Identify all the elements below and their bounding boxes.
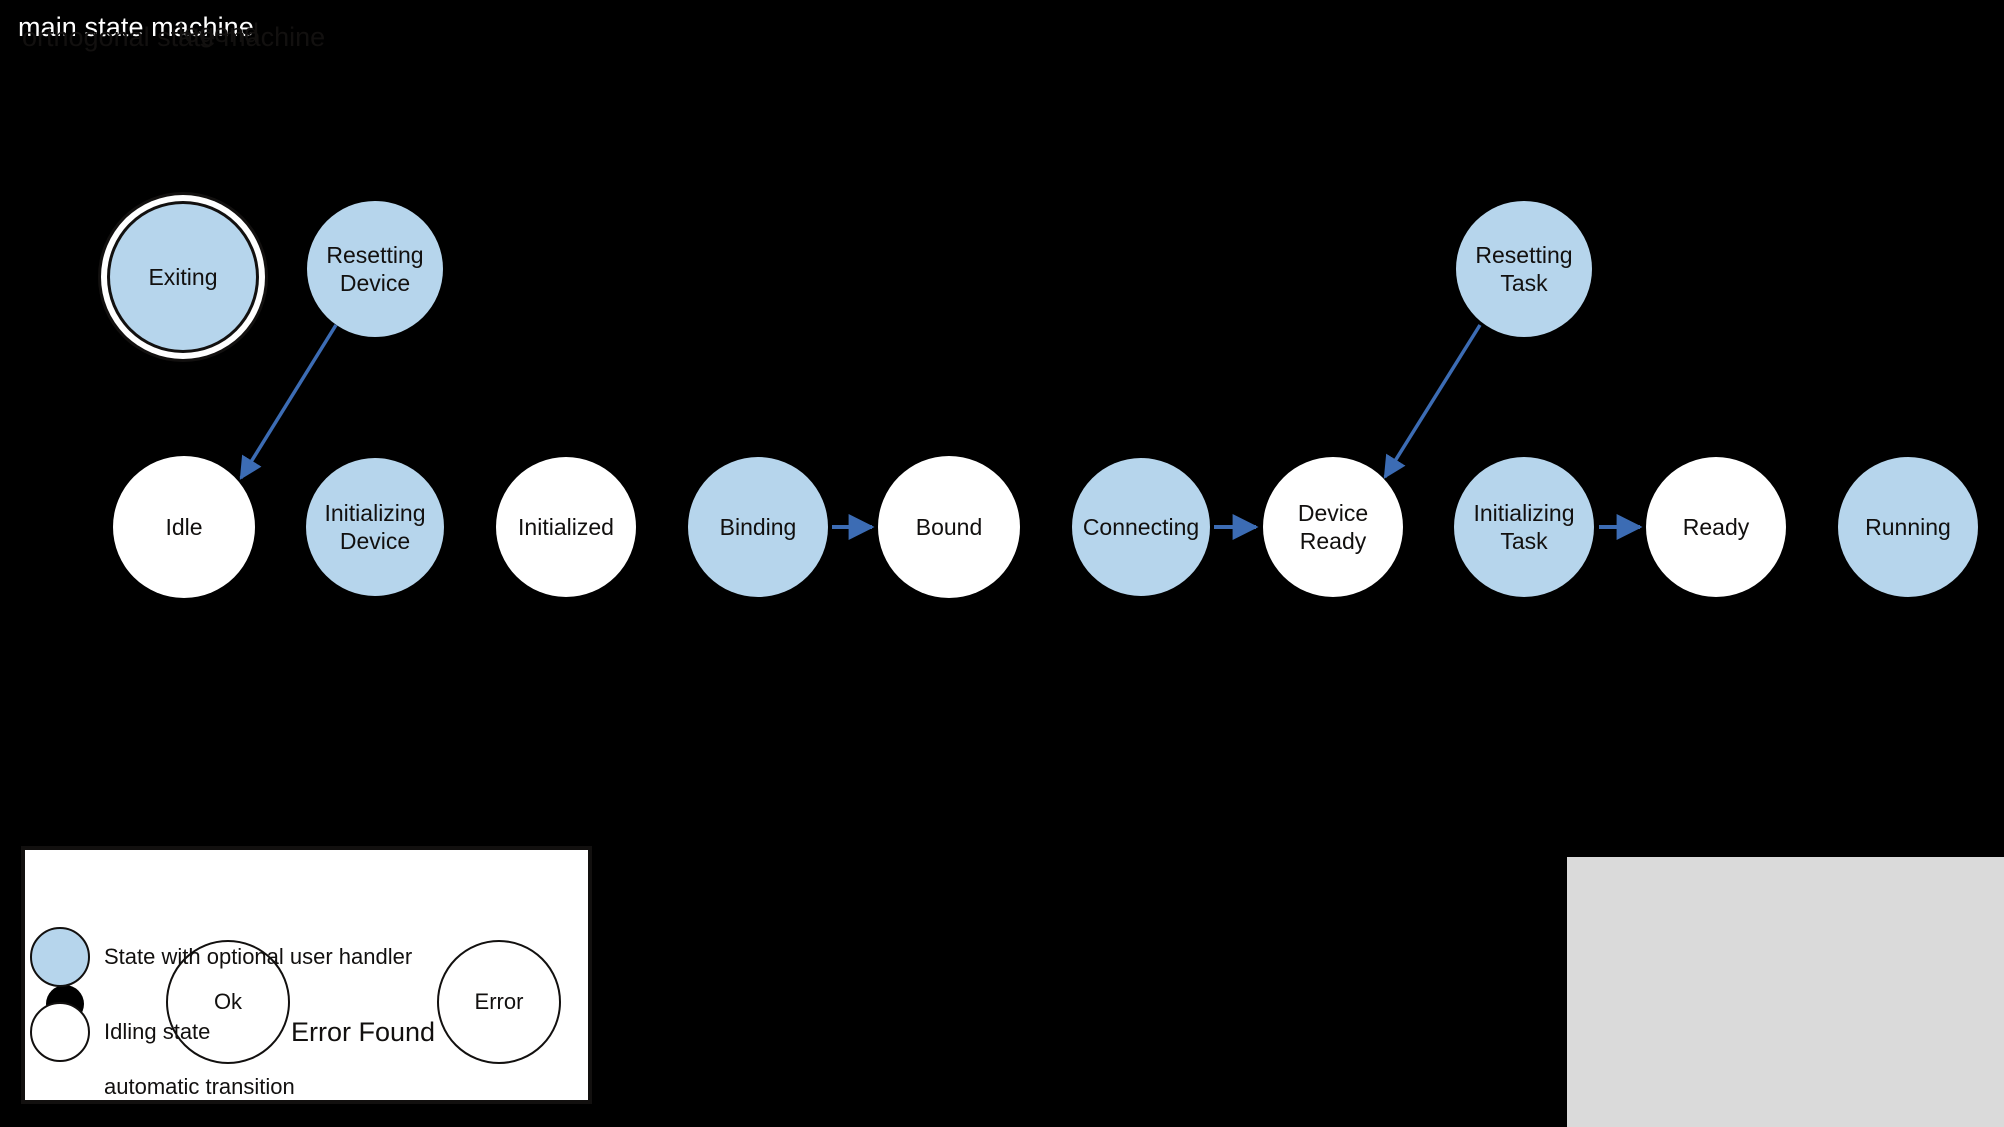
legend-label-handler-state: State with optional user handler (104, 944, 413, 969)
state-node-ready[interactable]: Ready (1646, 457, 1786, 597)
state-label-idle: Idle (165, 513, 203, 540)
handler-state-swatch-icon (30, 927, 90, 987)
state-label-binding: Binding (719, 513, 797, 540)
legend-label-idling-state: Idling state (104, 1019, 211, 1044)
legend-item-automatic-transition: automatic transition (30, 1074, 295, 1100)
state-node-connecting[interactable]: Connecting (1072, 458, 1210, 596)
state-node-running[interactable]: Running (1838, 457, 1978, 597)
ortho-state-label-ok: Ok (213, 989, 243, 1014)
legend-panel (1567, 857, 2004, 1127)
transition-resetting-device-to-idle (239, 324, 338, 480)
state-node-binding[interactable]: Binding (688, 457, 828, 597)
legend-item-handler-state: State with optional user handler (30, 927, 412, 987)
state-label-initialized: Initialized (518, 513, 614, 540)
ortho-state-node-ok[interactable]: Ok (166, 940, 290, 1064)
state-node-bound[interactable]: Bound (878, 456, 1020, 598)
state-node-idle[interactable]: Idle (113, 456, 255, 598)
transition-label-error-found: Error Found (291, 1017, 436, 1047)
state-label-running: Running (1865, 513, 1951, 540)
state-node-exiting[interactable]: Exiting (110, 204, 256, 350)
ortho-state-label-error: Error (474, 989, 524, 1014)
page-title: main state machine (18, 12, 254, 42)
idling-state-swatch-icon (30, 1002, 90, 1062)
ortho-state-node-error[interactable]: Error (437, 940, 561, 1064)
orthogonal-panel-title: orthogonal state machine (22, 22, 326, 52)
legend-title: legend (177, 18, 260, 48)
state-label-connecting: Connecting (1082, 513, 1200, 540)
legend-item-idling-state: Idling state (30, 1002, 210, 1062)
legend-label-automatic-transition: automatic transition (104, 1074, 295, 1099)
state-node-initialized[interactable]: Initialized (496, 457, 636, 597)
state-label-ready: Ready (1682, 513, 1750, 540)
state-label-exiting: Exiting (148, 263, 218, 290)
transition-resetting-task-to-device-ready (1383, 324, 1482, 479)
left-arrow-icon (30, 1076, 90, 1098)
state-label-bound: Bound (915, 513, 983, 540)
